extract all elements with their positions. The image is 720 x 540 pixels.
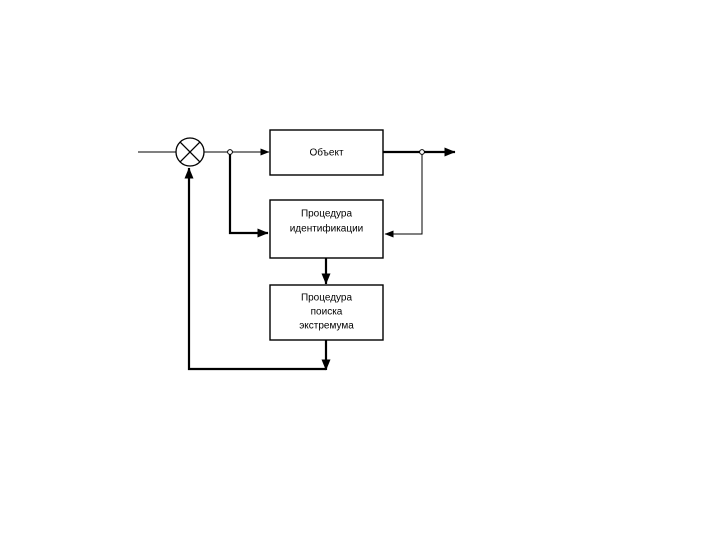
sum-junction-cross-icon-2 <box>179 141 201 163</box>
block-extremum-search-label-line3: экстремума <box>299 321 354 332</box>
node-output-branch <box>419 149 425 155</box>
node-control-branch <box>227 149 233 155</box>
wire-output-branch-to-identification <box>384 152 423 238</box>
block-object-rect <box>269 129 384 176</box>
block-extremum-search-rect <box>269 284 384 341</box>
block-identification-rect <box>269 199 384 259</box>
block-object-label: Объект <box>309 147 343 159</box>
block-identification-label-line2: идентификации <box>290 223 364 235</box>
block-extremum-search-label-line2: поиска <box>311 307 343 318</box>
sum-junction[interactable] <box>175 137 205 167</box>
block-identification-label-line1: Процедура <box>301 209 353 220</box>
wire-control-branch-to-identification <box>228 152 269 238</box>
block-extremum-search[interactable]: Процедура поиска экстремума <box>269 284 384 341</box>
block-extremum-search-label-line1: Процедура <box>301 293 353 304</box>
block-identification[interactable]: Процедура идентификации <box>269 199 384 259</box>
wire-extremum-feedback-to-sum <box>184 167 326 371</box>
block-object[interactable]: Объект <box>269 129 384 176</box>
